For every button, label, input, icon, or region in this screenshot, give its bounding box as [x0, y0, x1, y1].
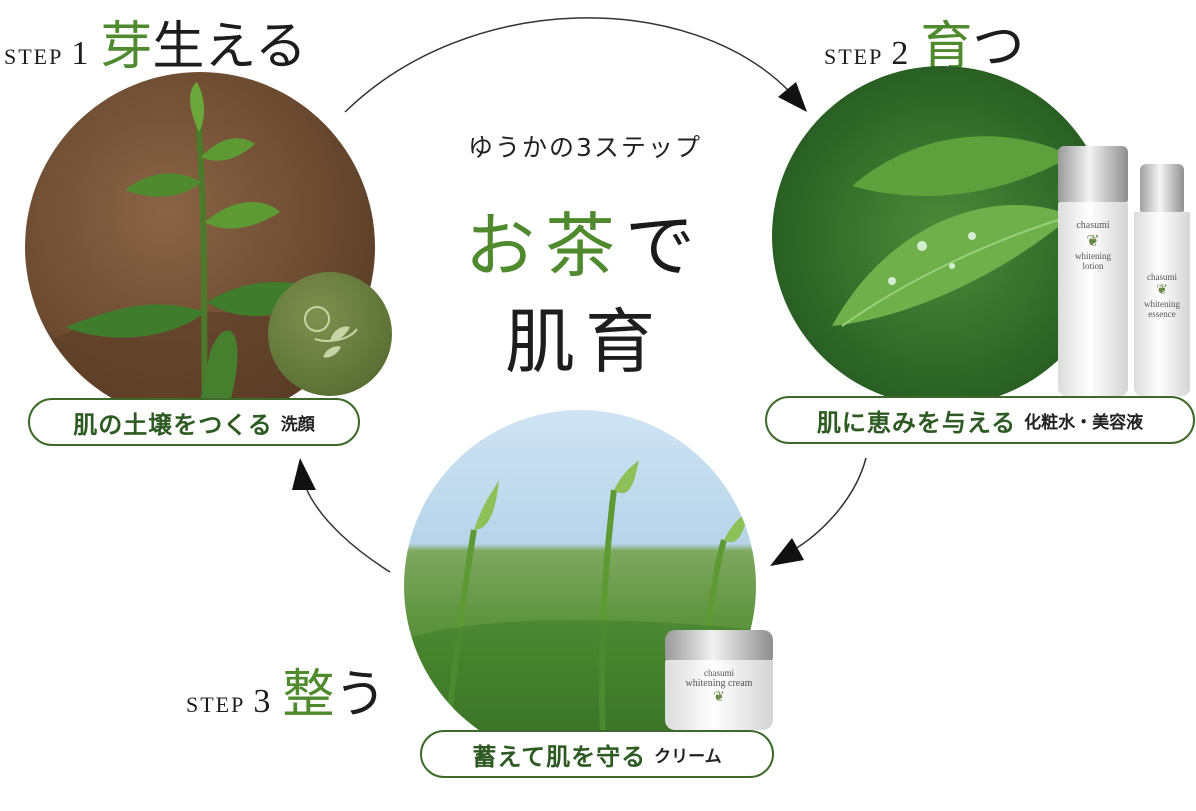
lotion-name: whitening lotion	[1075, 251, 1111, 271]
essence-pump	[1140, 164, 1184, 212]
step3-pill-sub: クリーム	[654, 746, 722, 767]
lotion-cap	[1058, 146, 1128, 202]
essence-brand: chasumi	[1147, 272, 1177, 282]
cream-jar: chasumi whitening cream ❦	[665, 630, 773, 730]
soap-leaf-emblem-icon	[304, 306, 358, 358]
cream-leaf-icon: ❦	[713, 690, 725, 705]
step3-step-word: STEP	[186, 692, 246, 717]
arrowhead-step1	[292, 458, 316, 490]
essence-name: whitening essence	[1144, 299, 1180, 319]
step3-title: 整う	[282, 652, 386, 727]
center-headline-line2: 肌育	[505, 301, 665, 383]
step1-number: 1	[71, 35, 89, 72]
arrow-step2-to-step3	[789, 457, 867, 553]
leaves-illustration	[832, 136, 1073, 327]
soap-product	[268, 272, 392, 396]
lotion-body: chasumi ❦ whitening lotion	[1058, 202, 1128, 396]
center-subtitle: ゆうかの3ステップ	[468, 133, 702, 162]
cream-brand: chasumi	[704, 668, 734, 678]
lotion-leaf-icon: ❦	[1086, 233, 1100, 250]
step1-pill-sub: 洗顔	[280, 414, 315, 435]
step2-title-rest: つ	[972, 17, 1025, 77]
step2-step-word: STEP	[824, 44, 884, 69]
arrowhead-step2	[778, 82, 807, 112]
step1-label-pill: 肌の土壌をつくる 洗顔	[28, 398, 360, 446]
lotion-bottle: chasumi ❦ whitening lotion	[1058, 146, 1128, 396]
step2-label-pill: 肌に恵みを与える 化粧水・美容液	[765, 396, 1195, 444]
arrowhead-step3	[770, 538, 804, 566]
step1-pill-main: 肌の土壌をつくる	[73, 410, 273, 439]
step1-title: 芽生える	[100, 4, 306, 79]
step3-pill-main: 蓄えて肌を守る	[472, 742, 647, 771]
arrow-step3-to-step1	[305, 487, 391, 573]
center-headline-line1: お茶で	[430, 190, 740, 291]
step3-heading: STEP 3 整う	[186, 652, 386, 727]
step2-pill-sub: 化粧水・美容液	[1024, 412, 1144, 433]
step1-step-word: STEP	[4, 44, 64, 69]
step3-title-rest: う	[334, 665, 387, 725]
essence-leaf-icon: ❦	[1156, 283, 1168, 298]
step3-label-pill: 蓄えて肌を守る クリーム	[420, 730, 774, 778]
essence-bottle: chasumi ❦ whitening essence	[1134, 164, 1190, 396]
center-headline-green: お茶	[465, 205, 625, 287]
step3-number: 3	[253, 683, 271, 720]
essence-body: chasumi ❦ whitening essence	[1134, 212, 1190, 396]
step2-heading: STEP 2 育つ	[824, 4, 1024, 79]
step1-title-green: 芽	[100, 17, 153, 77]
step3-title-green: 整	[282, 665, 335, 725]
step2-image-leaves	[772, 66, 1112, 406]
lotion-brand: chasumi	[1076, 220, 1110, 231]
cream-name: whitening cream	[685, 678, 753, 689]
cream-body: chasumi whitening cream ❦	[665, 660, 773, 730]
center-headline-rest: で	[625, 205, 705, 287]
step1-heading: STEP 1 芽生える	[4, 4, 307, 79]
step2-number: 2	[891, 35, 909, 72]
cream-lid	[665, 630, 773, 660]
step2-pill-main: 肌に恵みを与える	[816, 408, 1017, 437]
arrow-step1-to-step2	[344, 17, 791, 113]
step1-title-rest: 生える	[152, 17, 307, 77]
